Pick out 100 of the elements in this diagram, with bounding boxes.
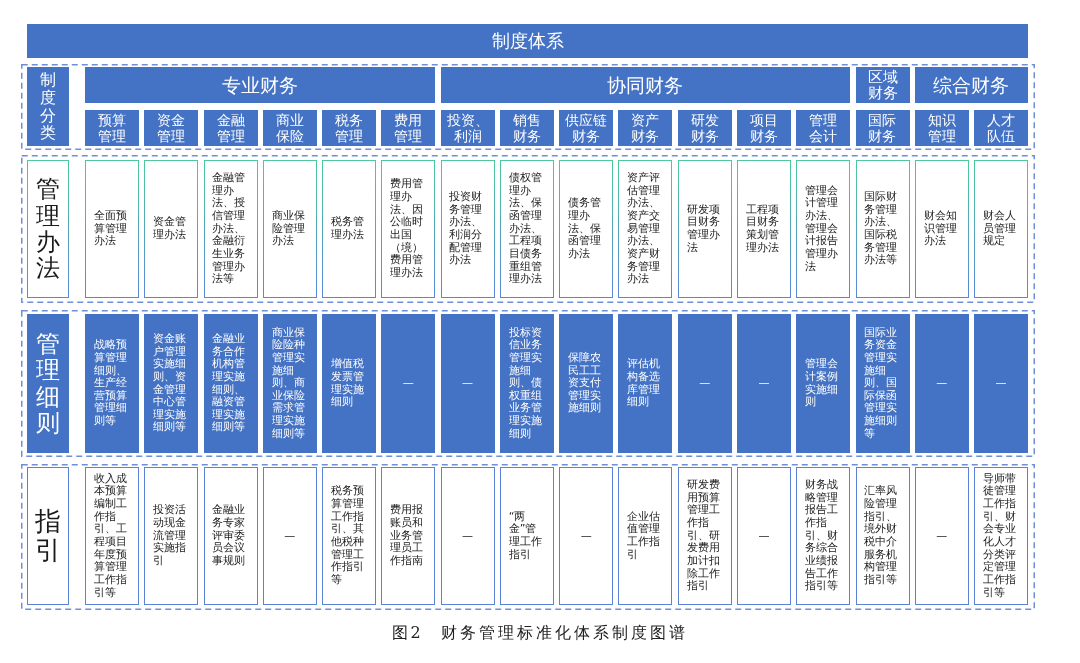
policy-card: [381, 160, 436, 298]
row-header-text: 管理细则: [36, 330, 60, 437]
policy-card: [974, 467, 1029, 605]
policy-card: [144, 160, 199, 298]
policy-card: [381, 467, 436, 605]
policy-text: 资金管理办法: [153, 216, 188, 242]
policy-text: 企业估值管理工作指引: [627, 510, 662, 562]
policy-text: 债权管理办法、保函管理办法、工程项目债务重组管理办法: [508, 172, 543, 286]
category-text: 销售财务: [511, 111, 542, 145]
group-header-text: 专业财务: [222, 73, 299, 97]
dashed-frame: [21, 464, 1035, 610]
policy-text: 财务战略管理报告工作指引、财务综合业绩报告工作指引等: [805, 479, 840, 593]
category-panel: [322, 110, 377, 146]
category-text: 费用管理: [393, 111, 424, 145]
policy-text: —: [699, 377, 711, 390]
policy-text: 债务管理办法、保函管理办法: [568, 197, 602, 261]
dashed-frame: [21, 64, 1035, 150]
policy-card: [618, 467, 673, 605]
category-panel: [736, 110, 791, 146]
policy-card: [262, 314, 317, 453]
category-text: 预算管理: [97, 111, 127, 145]
policy-text: 管理会计管理办法、管理会计报告管理办法: [805, 184, 840, 274]
category-text: 投资、利润: [445, 111, 490, 145]
category-text: 资产财务: [630, 111, 661, 145]
policy-text: 战略预算管理细则、生产经营预算管理细则等: [93, 339, 128, 428]
row-header-panel: [27, 314, 69, 453]
policy-card: [914, 314, 969, 453]
row-header-text: 制度分类: [40, 71, 56, 142]
policy-text: —: [758, 529, 770, 543]
policy-card: [85, 314, 139, 453]
category-text: 管理会计: [808, 111, 839, 145]
policy-text: 投标资信业务管理实施细则、债权重组业务管理实施细则: [508, 326, 543, 441]
policy-text: 投资活动现金流管理实施指引: [153, 504, 188, 568]
policy-text: 商业保险管理办法: [271, 210, 306, 248]
category-panel: [85, 110, 139, 146]
policy-card: [855, 467, 910, 605]
group-header-panel: [440, 67, 851, 103]
policy-card: [499, 314, 554, 453]
policy-text: 研发费用预算管理工作指引、研发费用加计扣除工作指引: [686, 479, 721, 593]
policy-text: 金融业务合作机构管理实施细则、融资管理实施细则等: [212, 332, 247, 435]
policy-card: [440, 160, 495, 298]
category-text: 金融管理: [215, 111, 246, 145]
policy-card: [974, 160, 1029, 298]
policy-text: 资金账户管理实施细则、资金管理中心管理实施细则等: [153, 332, 188, 435]
policy-text: 全面预算管理办法: [93, 210, 128, 248]
policy-text: 保障农民工工资支付管理实施细则: [568, 351, 602, 416]
policy-text: 商业保险险种管理实施细则、商业保险需求管理实施细则等: [271, 326, 306, 441]
policy-card: [736, 314, 791, 453]
category-panel: [144, 110, 199, 146]
policy-card: [736, 160, 791, 298]
policy-card: [440, 314, 495, 453]
row-header-text: 指引: [35, 507, 61, 565]
row-header-panel: [27, 160, 69, 298]
policy-card: [381, 314, 436, 453]
category-panel: [796, 110, 851, 146]
policy-text: 资产评估管理办法、资产交易管理办法、资产财务管理办法: [627, 172, 662, 286]
dashed-frame: [21, 310, 1035, 457]
group-header-panel: [85, 67, 436, 103]
dashed-frame: [21, 155, 1035, 303]
policy-text: —: [462, 377, 474, 390]
policy-card: [440, 467, 495, 605]
policy-card: [796, 467, 851, 605]
figure-caption: 图2 财务管理标准化体系制度图谱: [391, 623, 689, 642]
category-text: 研发财务: [689, 111, 720, 145]
policy-card: [322, 314, 377, 453]
category-text: 项目财务: [748, 111, 779, 145]
policy-text: 财会人员管理规定: [982, 210, 1017, 248]
policy-card: [85, 160, 139, 298]
policy-card: [677, 160, 732, 298]
policy-text: 金融业务专家评审委员会议事规则: [212, 504, 247, 568]
category-panel: [974, 110, 1029, 146]
policy-text: 增值税发票管理实施细则: [330, 358, 365, 409]
policy-text: —: [284, 529, 296, 543]
row-header-text: 管理办法: [36, 176, 60, 282]
category-panel: [914, 110, 969, 146]
group-header-panel: [914, 67, 1029, 103]
group-header-text: 协同财务: [607, 73, 684, 97]
row-header-panel: [27, 67, 69, 146]
category-panel: [499, 110, 554, 146]
policy-text: 费用管理办法、因公临时出国（境）费用管理办法: [390, 178, 425, 280]
group-header-text: 综合财务: [933, 73, 1010, 97]
policy-text: —: [580, 529, 592, 543]
diagram-title: 制度体系: [491, 29, 564, 53]
policy-card: [144, 467, 199, 605]
policy-text: 研发项目财务管理办法: [686, 203, 721, 255]
policy-text: 投资财务管理办法、利润分配管理办法: [449, 191, 484, 267]
policy-text: 费用报账员和业务管理员工作指南: [390, 504, 425, 568]
policy-card: [914, 467, 969, 605]
policy-card: [499, 160, 554, 298]
policy-text: —: [402, 377, 414, 390]
policy-text: 税务管理办法: [330, 216, 365, 242]
policy-text: —: [936, 529, 948, 543]
policy-text: 评估机构备选库管理细则: [627, 358, 662, 409]
policy-card: [855, 314, 910, 453]
policy-text: 导师带徒管理工作指引、财会专业化人才分类评定管理工作指引等: [982, 472, 1017, 600]
group-header-text: 区域财务: [866, 68, 899, 102]
policy-card: [85, 467, 139, 605]
policy-card: [559, 467, 614, 605]
policy-text: 工程项目财务策划管理办法: [745, 203, 780, 255]
category-text: 知识管理: [926, 111, 957, 145]
